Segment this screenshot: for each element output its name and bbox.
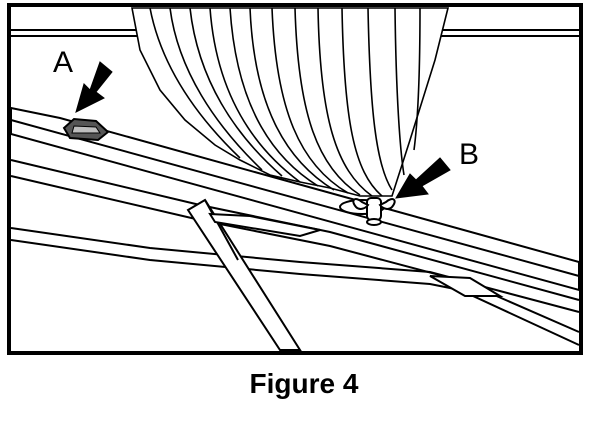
frame-post: [186, 198, 302, 351]
figure-caption: Figure 4: [249, 368, 359, 399]
part-b-wing-nut: [339, 197, 396, 226]
arrow-down-left-icon: [395, 157, 451, 199]
callout-label-a: A: [53, 46, 74, 79]
callout-label-b: B: [459, 138, 480, 171]
arrow-down-right-icon: [75, 61, 113, 113]
ceiling-lines: [11, 29, 579, 37]
part-a-clip: [62, 117, 110, 142]
headrail: [10, 106, 580, 292]
bracket-detail: [208, 212, 504, 297]
pleated-curtain: [131, 7, 450, 197]
